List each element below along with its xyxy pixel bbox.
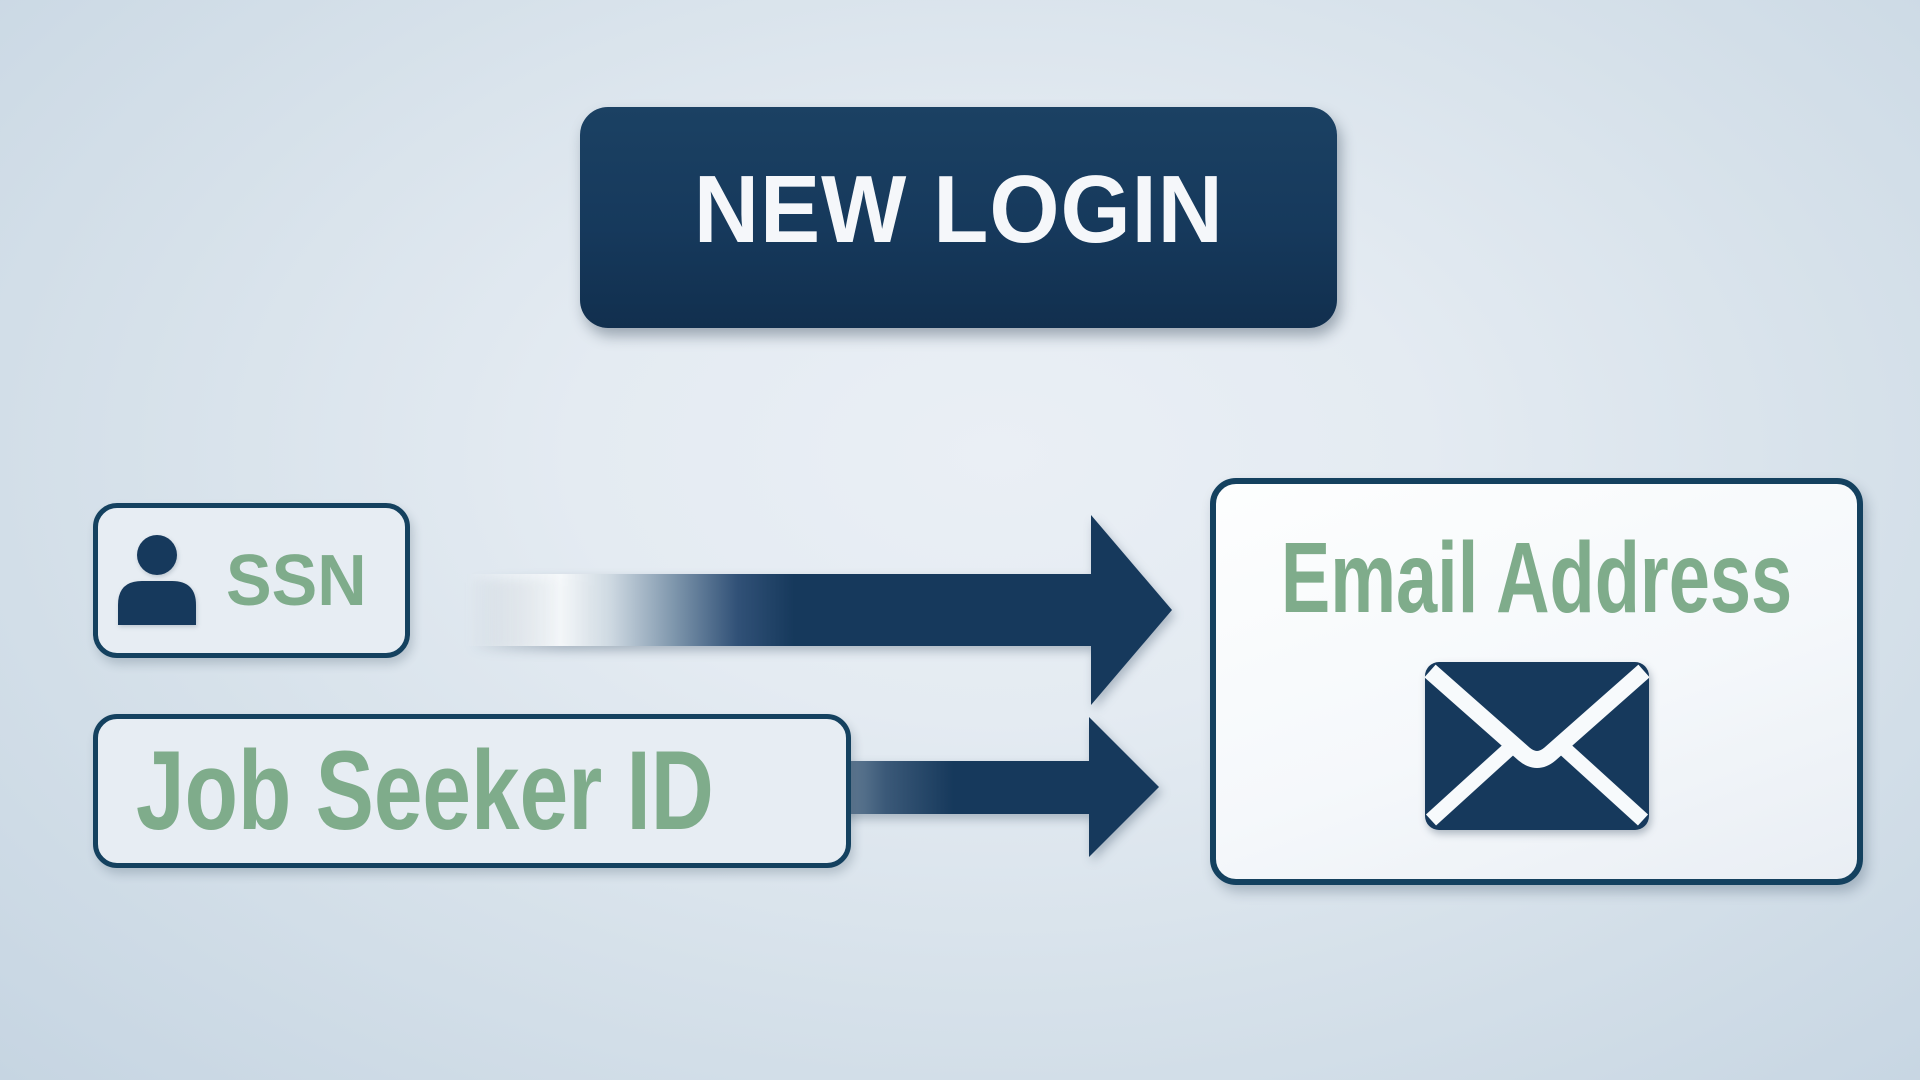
ssn-node: SSN [93, 503, 410, 658]
job-seeker-id-label: Job Seeker ID [136, 728, 714, 853]
email-address-label: Email Address [1280, 522, 1793, 634]
email-address-node: Email Address [1210, 478, 1863, 885]
job-seeker-id-node: Job Seeker ID [93, 714, 851, 868]
new-login-title: NEW LOGIN [693, 155, 1224, 263]
arrow-job-seeker-id-to-email [840, 717, 1159, 857]
ssn-label: SSN [226, 540, 367, 621]
person-icon [118, 534, 196, 625]
arrow-ssn-to-email [466, 515, 1172, 705]
envelope-icon [1423, 662, 1650, 830]
new-login-header: NEW LOGIN [580, 107, 1337, 328]
envelope-icon-wrap [1423, 662, 1650, 835]
